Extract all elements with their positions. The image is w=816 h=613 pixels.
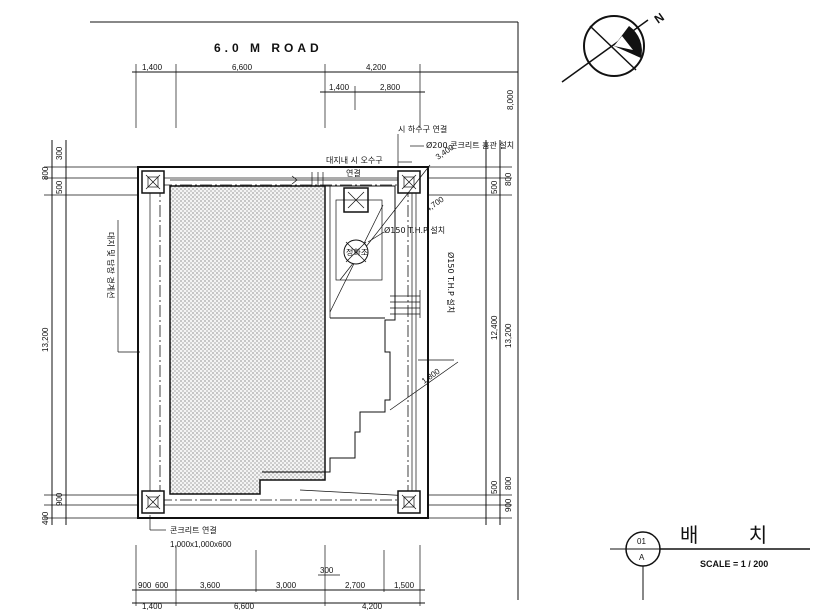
- bottom-dim-1: 900: [138, 581, 152, 590]
- right-dim-7: 900: [504, 498, 513, 512]
- bottom-dim-2: 600: [155, 581, 169, 590]
- inner-sewer-note-a: 대지내 시 오수구: [326, 156, 383, 165]
- north-arrow: [561, 15, 649, 83]
- bottom-mid-dim: 300: [320, 566, 334, 575]
- inner-sewer-note-b: 연결: [346, 168, 361, 178]
- right-dim-3: 12,400: [490, 315, 499, 340]
- top-dim-5: 2,800: [380, 83, 401, 92]
- concrete-pipe-note: Ø200 콘크리트 흄관 설치: [426, 140, 514, 150]
- bottom-dim-6: 1,500: [394, 581, 415, 590]
- boundary-wall-note: 대지 및 담장 경계선: [106, 232, 116, 299]
- right-dim-5: 500: [490, 480, 499, 494]
- wall-inner-line: [149, 177, 417, 506]
- right-dim-2: 800: [504, 172, 513, 186]
- thp-note-a: Ø150 T.H.P 설치: [384, 225, 445, 235]
- corner-column-tr: [397, 170, 421, 194]
- top-dim-4: 1,400: [329, 83, 350, 92]
- concrete-column-note: 콘크리트 연결: [170, 525, 217, 535]
- left-dim-5: 900: [55, 492, 64, 506]
- title-sheet: A: [639, 553, 645, 562]
- right-dim-6: 800: [504, 476, 513, 490]
- building-footprint: [169, 185, 326, 495]
- left-dim-2: 800: [41, 166, 50, 180]
- drawing-title: 배 치 도: [680, 523, 816, 547]
- road-label: 6.0 M ROAD: [214, 41, 323, 55]
- right-dim-4: 13,200: [504, 323, 513, 348]
- top-dim-1: 1,400: [142, 63, 163, 72]
- septic-tank: [343, 239, 369, 265]
- bottom-dim-5: 2,700: [345, 581, 366, 590]
- right-top-dim: 8,000: [506, 89, 515, 110]
- outline-step: [262, 185, 396, 473]
- left-dim-6: 400: [41, 511, 50, 525]
- corner-column-br: [397, 490, 421, 514]
- left-dim-1: 300: [55, 146, 64, 160]
- storm-drain-note: 시 하수구 연결: [398, 124, 447, 134]
- drawing-scale: SCALE = 1 / 200: [700, 559, 768, 569]
- column-size-note: 1,000x1,000x600: [170, 540, 232, 549]
- bottom-dim-4: 3,000: [276, 581, 297, 590]
- north-label: N: [652, 8, 670, 27]
- site-boundary: [137, 166, 429, 519]
- top-dim-3: 4,200: [366, 63, 387, 72]
- septic-label: 정화조: [346, 247, 368, 257]
- diag-dim-c: 1,800: [420, 366, 442, 385]
- title-block: [610, 531, 810, 600]
- right-dim-1: 500: [490, 180, 499, 194]
- left-dim-4: 13,200: [41, 327, 50, 352]
- corner-column-tl: [141, 170, 165, 194]
- bottom-dim-7: 1,400: [142, 602, 163, 611]
- stair-steps: [390, 290, 421, 318]
- bottom-dim-3: 3,600: [200, 581, 221, 590]
- thp-note-b: Ø150 T.H.P 설치: [446, 252, 456, 313]
- top-dim-2: 6,600: [232, 63, 253, 72]
- bottom-dim-8: 6,600: [234, 602, 255, 611]
- septic-enclosure: [335, 199, 383, 281]
- bottom-dim-9: 4,200: [362, 602, 383, 611]
- corner-column-bl: [141, 490, 165, 514]
- title-number: 01: [637, 537, 646, 546]
- left-dim-3: 500: [55, 180, 64, 194]
